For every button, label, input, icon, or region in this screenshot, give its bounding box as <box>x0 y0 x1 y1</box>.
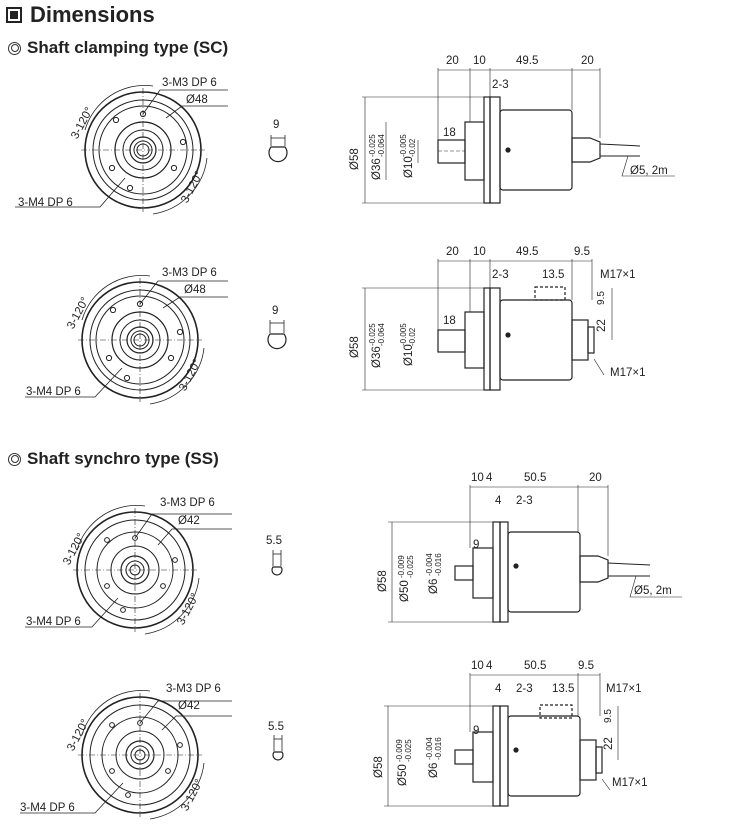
side-view-4 <box>384 673 619 807</box>
hole-m4-label: 3-M4 DP 6 <box>26 386 81 398</box>
dim-label: 13.5 <box>552 683 575 695</box>
heading-text: Dimensions <box>30 2 155 27</box>
dim-label: 22 <box>596 319 608 332</box>
square-bullet-icon <box>6 7 22 23</box>
shaft-tol-lower: -0.016 <box>434 737 443 760</box>
spigot-tol-upper: -0.009 <box>395 739 404 762</box>
page-heading: Dimensions <box>6 2 155 28</box>
dim-label: 18 <box>443 315 456 327</box>
pcd-label: Ø48 <box>186 94 208 106</box>
dim-label: 9.5 <box>574 246 590 258</box>
shaft-label: Ø6 <box>428 762 440 778</box>
dim-label: 10 <box>473 55 486 67</box>
pcd-label: Ø48 <box>184 284 206 296</box>
pcd-label: Ø42 <box>178 700 200 712</box>
hole-m4-label: 3-M4 DP 6 <box>18 197 73 209</box>
shaft-tol-upper: -0.004 <box>425 737 434 760</box>
shaft-flats <box>267 135 288 761</box>
side-view-1 <box>362 68 675 204</box>
od-label: Ø58 <box>373 756 385 778</box>
hole-m3-label: 3-M3 DP 6 <box>160 497 215 509</box>
dim-label: 2-3 <box>516 683 533 695</box>
side-view-2 <box>362 259 613 391</box>
flat-width-label: 9 <box>272 305 279 317</box>
pcd-label: Ø42 <box>178 515 200 527</box>
spigot-label: Ø36 <box>371 346 383 368</box>
spigot-label: Ø50 <box>397 764 409 786</box>
dim-label: 9.5 <box>596 291 607 305</box>
hole-m3-label: 3-M3 DP 6 <box>166 683 221 695</box>
shaft-tol-lower: -0.016 <box>434 553 443 576</box>
circle-bullet-icon <box>8 452 21 466</box>
spigot-tol-lower: -0.025 <box>404 739 413 762</box>
shaft-tol-lower: -0.02 <box>408 138 417 157</box>
dim-label: 4 <box>495 495 502 507</box>
dim-label: 4 <box>486 472 493 484</box>
dim-label: 4 <box>486 660 493 672</box>
dim-label: 20 <box>446 246 459 258</box>
connector-label: M17×1 <box>610 367 646 379</box>
flat-width-label: 9 <box>273 119 280 131</box>
flat-width-label: 5.5 <box>268 721 284 733</box>
spigot-tol-upper: -0.025 <box>368 134 377 157</box>
dim-label: 9.5 <box>603 709 614 723</box>
shaft-label: Ø6 <box>428 578 440 594</box>
dim-label: 22 <box>603 737 615 750</box>
section-title-sc: Shaft clamping type (SC) <box>8 38 228 58</box>
hole-m3-label: 3-M3 DP 6 <box>162 267 217 279</box>
dim-label: 49.5 <box>516 246 539 258</box>
side-view-3 <box>388 485 682 623</box>
spigot-tol-lower: -0.064 <box>377 323 386 346</box>
dim-label: 2-3 <box>516 495 533 507</box>
spigot-tol-lower: -0.025 <box>406 555 415 578</box>
cable-label: Ø5, 2m <box>630 165 668 177</box>
hole-m4-label: 3-M4 DP 6 <box>26 616 81 628</box>
hole-m4-label: 3-M4 DP 6 <box>20 802 75 814</box>
spigot-tol-upper: -0.009 <box>397 555 406 578</box>
dim-label: 2-3 <box>492 79 509 91</box>
dim-label: 20 <box>446 55 459 67</box>
od-label: Ø58 <box>349 148 361 170</box>
dim-label: 49.5 <box>516 55 539 67</box>
od-label: Ø58 <box>377 570 389 592</box>
shaft-tol-upper: -0.005 <box>399 134 408 157</box>
section-title-ss: Shaft synchro type (SS) <box>8 449 219 469</box>
dim-label: 20 <box>589 472 602 484</box>
spigot-tol-upper: -0.025 <box>368 323 377 346</box>
shaft-tol-upper: -0.005 <box>399 323 408 346</box>
hole-m3-label: 3-M3 DP 6 <box>162 77 217 89</box>
dim-label: 18 <box>443 127 456 139</box>
cable-label: Ø5, 2m <box>634 585 672 597</box>
dim-label: 10 <box>471 472 484 484</box>
dim-label: 9.5 <box>578 660 594 672</box>
spigot-label: Ø36 <box>371 158 383 180</box>
shaft-label: Ø10 <box>403 156 415 178</box>
dim-label: 50.5 <box>524 660 547 672</box>
dim-label: 13.5 <box>542 269 565 281</box>
dim-label: 20 <box>581 55 594 67</box>
spigot-tol-lower: -0.064 <box>377 134 386 157</box>
shaft-label: Ø10 <box>403 344 415 366</box>
dim-label: 10 <box>471 660 484 672</box>
connector-label: M17×1 <box>606 683 642 695</box>
shaft-tol-upper: -0.004 <box>425 553 434 576</box>
section-title-ss-text: Shaft synchro type (SS) <box>27 449 219 468</box>
flat-width-label: 5.5 <box>266 535 282 547</box>
spigot-label: Ø50 <box>399 580 411 602</box>
shaft-tol-lower: -0.02 <box>408 327 417 346</box>
section-title-sc-text: Shaft clamping type (SC) <box>27 38 229 57</box>
front-leaders <box>15 89 232 814</box>
dim-label: 10 <box>473 246 486 258</box>
circle-bullet-icon <box>8 41 21 55</box>
od-label: Ø58 <box>349 336 361 358</box>
dim-label: 4 <box>495 683 502 695</box>
dim-label: 9 <box>473 725 480 737</box>
dim-label: 2-3 <box>492 269 509 281</box>
dim-label: 50.5 <box>524 472 547 484</box>
connector-label: M17×1 <box>600 269 636 281</box>
dim-label: 9 <box>473 539 480 551</box>
connector-label: M17×1 <box>612 777 648 789</box>
